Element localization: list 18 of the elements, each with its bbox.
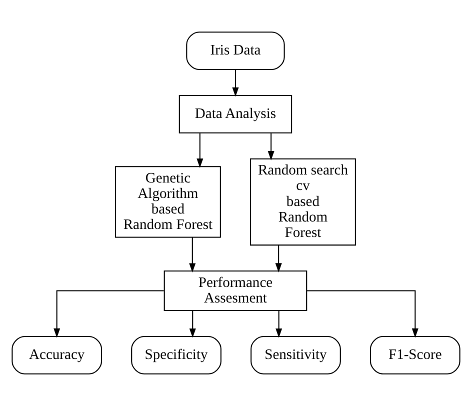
arrow bbox=[307, 290, 418, 338]
node-box: Sensitivity bbox=[250, 336, 341, 374]
arrow bbox=[232, 70, 239, 97]
arrow bbox=[276, 310, 282, 338]
node-box: Performance Assesment bbox=[164, 270, 308, 312]
node-box: Iris Data bbox=[186, 32, 285, 70]
node-box: Accuracy bbox=[12, 336, 102, 374]
arrow bbox=[196, 133, 204, 168]
arrow bbox=[189, 310, 196, 338]
arrow bbox=[189, 238, 196, 273]
arrow bbox=[275, 245, 282, 273]
node-box: Random search cv based Random Forest bbox=[250, 158, 356, 246]
node-box: Data Analysis bbox=[178, 94, 292, 134]
node-box: Specificity bbox=[131, 336, 222, 374]
arrow bbox=[268, 133, 274, 160]
arrow bbox=[54, 290, 164, 338]
node-box: F1-Score bbox=[370, 336, 460, 374]
node-box: Genetic Algorithm based Random Forest bbox=[115, 166, 221, 238]
